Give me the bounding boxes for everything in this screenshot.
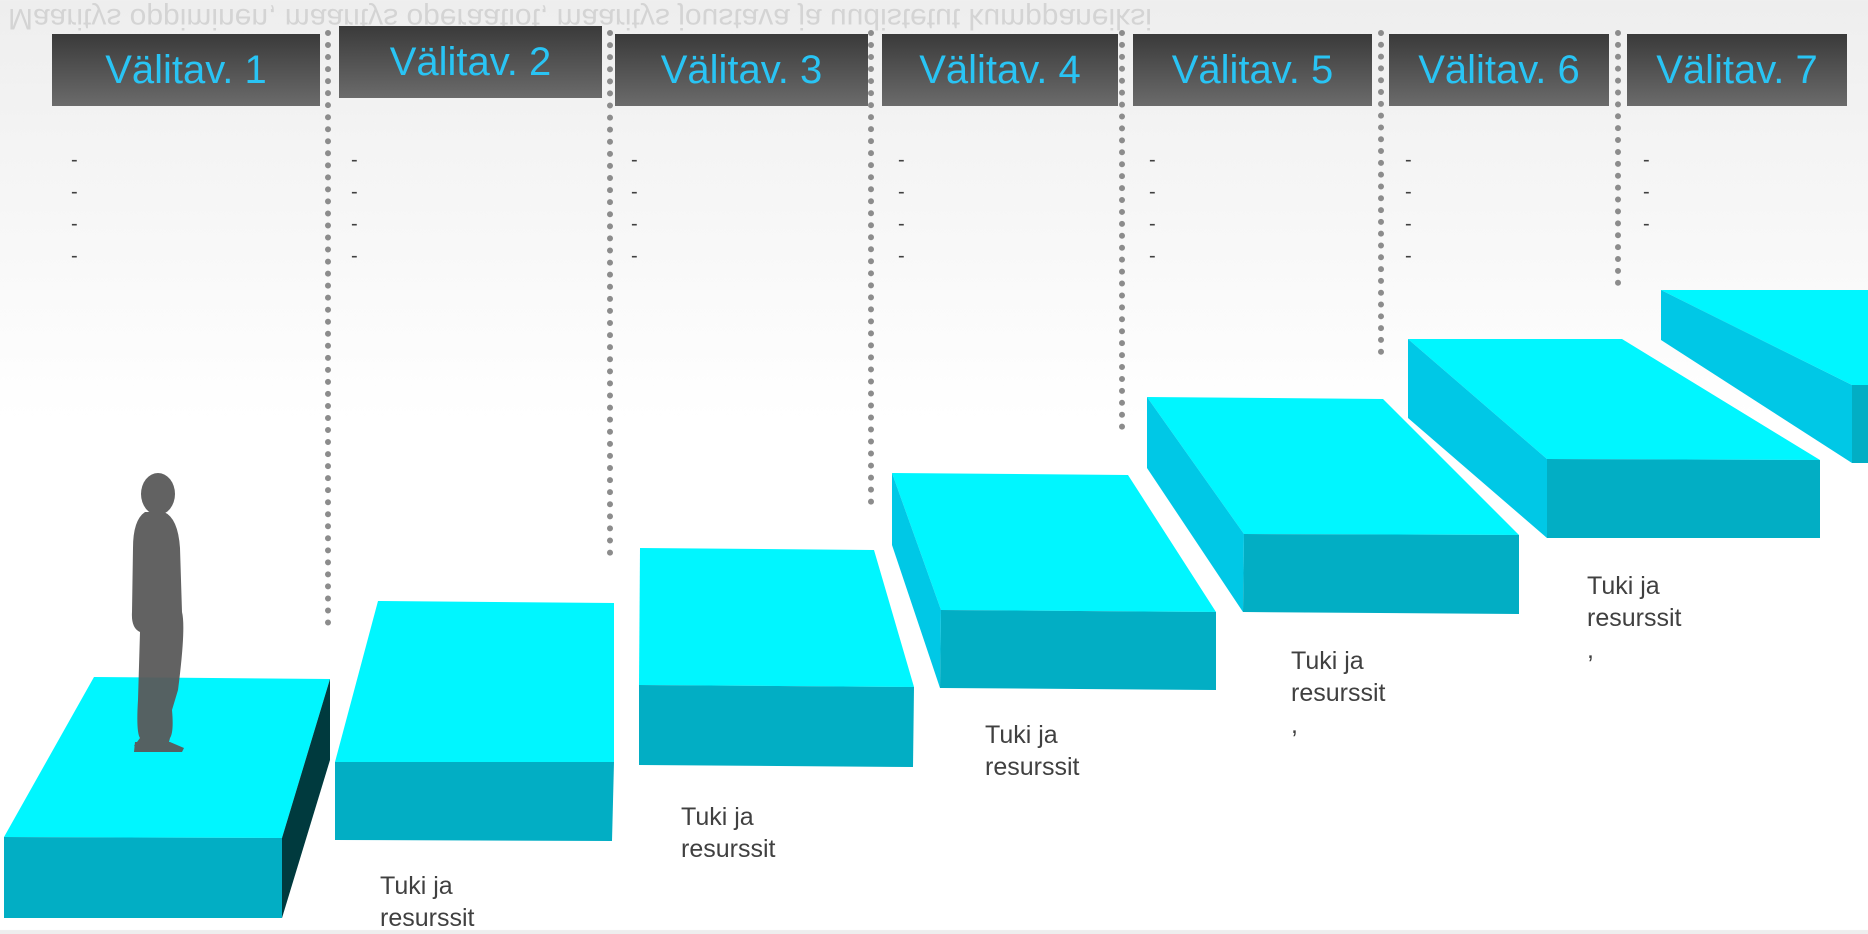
stage-3-caption: Tuki ja resurssit (681, 803, 776, 863)
divider-line-2 (607, 30, 613, 556)
bullet-item: - (631, 181, 638, 203)
bullet-item: - (898, 245, 905, 267)
bullet-item: - (631, 149, 638, 171)
stage-1-bullets: - - - - (71, 144, 78, 272)
bullet-item: - (898, 181, 905, 203)
bullet-item: - (1643, 149, 1650, 171)
bullet-item: - (71, 149, 78, 171)
stage-7-header: Välitav. 7 (1627, 34, 1847, 106)
bullet-item: - (1405, 245, 1412, 267)
stage-3-bullets: - - - - (631, 144, 638, 272)
bullet-item: - (1405, 213, 1412, 235)
bullet-item: - (351, 149, 358, 171)
divider-line-6 (1615, 30, 1621, 286)
bullet-item: - (71, 213, 78, 235)
bullet-item: - (351, 181, 358, 203)
stage-4-caption: Tuki ja resurssit (985, 721, 1080, 781)
step-3-block (639, 548, 914, 767)
bullet-item: - (1643, 181, 1650, 203)
divider-line-1 (325, 30, 331, 626)
bullet-item: - (71, 245, 78, 267)
stage-5-bullets: - - - - (1149, 144, 1156, 272)
person-silhouette-icon (131, 473, 184, 752)
bullet-item: - (898, 213, 905, 235)
bullet-item: - (1405, 181, 1412, 203)
step-1-block (4, 677, 330, 918)
stage-2-header: Välitav. 2 (339, 26, 602, 98)
bullet-item: - (351, 245, 358, 267)
step-4-block (892, 473, 1216, 690)
stage-1-header: Välitav. 1 (52, 34, 320, 106)
bullet-item: - (71, 181, 78, 203)
step-2-block (335, 601, 614, 841)
bullet-item: - (631, 213, 638, 235)
step-5-block (1147, 397, 1519, 614)
stage-4-header: Välitav. 4 (882, 34, 1118, 106)
divider-line-4 (1119, 30, 1125, 430)
step-7-block (1661, 290, 1868, 463)
stage-6-bullets: - - - - (1405, 144, 1412, 272)
stage-6-header: Välitav. 6 (1389, 34, 1609, 106)
divider-line-3 (868, 30, 874, 505)
bullet-item: - (1149, 181, 1156, 203)
stage-4-bullets: - - - - (898, 144, 905, 272)
bullet-item: - (1405, 149, 1412, 171)
bullet-item: - (1643, 213, 1650, 235)
stage-6-caption: Tuki ja resurssit , (1587, 572, 1682, 664)
bullet-item: - (1149, 245, 1156, 267)
bullet-item: - (1149, 149, 1156, 171)
stage-2-bullets: - - - - (351, 144, 358, 272)
divider-line-5 (1378, 30, 1384, 355)
stage-7-bullets: - - - (1643, 144, 1650, 240)
stage-5-header: Välitav. 5 (1133, 34, 1372, 106)
bullet-item: - (1149, 213, 1156, 235)
bullet-item: - (631, 245, 638, 267)
stage-3-header: Välitav. 3 (615, 34, 868, 106)
bullet-item: - (351, 213, 358, 235)
step-6-block (1408, 339, 1820, 538)
bullet-item: - (898, 149, 905, 171)
stage-5-caption: Tuki ja resurssit , (1291, 647, 1386, 739)
stage-2-caption: Tuki ja resurssit (380, 872, 475, 932)
